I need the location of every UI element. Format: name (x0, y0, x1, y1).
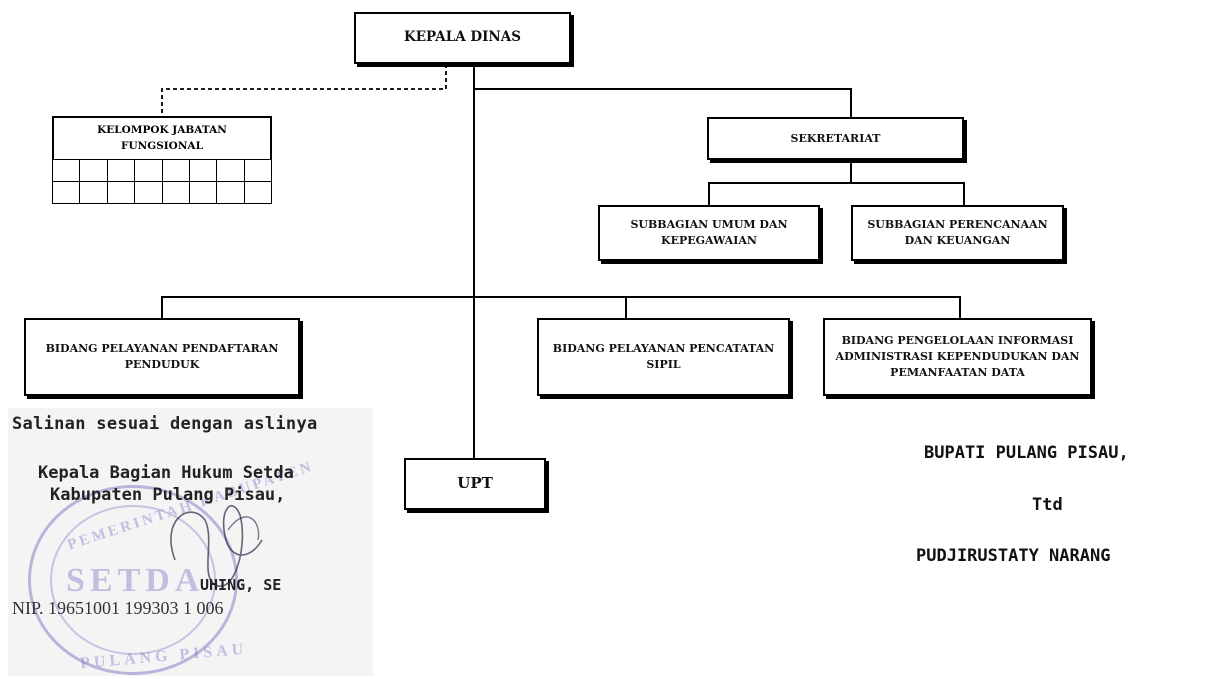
stamp-word: SETDA (66, 562, 205, 599)
certifier-position-line2: Kabupaten Pulang Pisau, (50, 485, 286, 505)
certifier-name: UHING, SE (200, 576, 282, 594)
secretariat-connector (474, 88, 852, 117)
functional-group-box: KELOMPOK JABATAN FUNGSIONAL (51, 116, 273, 204)
certifier-nip: NIP. 19651001 199303 1 006 (12, 598, 224, 618)
head-box: KEPALA DINAS (354, 12, 571, 64)
official-stamp (28, 485, 238, 675)
regent-title: BUPATI PULANG PISAU, (924, 443, 1129, 463)
upt-box: UPT (404, 458, 546, 510)
subbagian-general-box: SUBBAGIAN UMUM DAN KEPEGAWAIAN (598, 205, 820, 261)
fungsional-dashed-connector (161, 64, 447, 116)
regent-name: PUDJIRUSTATY NARANG (916, 546, 1111, 566)
regent-signed-note: Ttd (1032, 495, 1063, 515)
functional-group-grid (51, 159, 273, 204)
bidang-connector (161, 296, 961, 318)
certifier-position-line1: Kepala Bagian Hukum Setda (38, 463, 294, 483)
official-stamp-inner-ring (50, 505, 216, 655)
bidang-civil-box: BIDANG PELAYANAN PENCATATAN SIPIL (537, 318, 790, 396)
subbagian-planning-box: SUBBAGIAN PERENCANAAN DAN KEUANGAN (851, 205, 1064, 261)
functional-group-title: KELOMPOK JABATAN FUNGSIONAL (52, 116, 272, 159)
bidang-information-box: BIDANG PENGELOLAAN INFORMASI ADMINISTRAS… (823, 318, 1092, 396)
bidang-registration-box: BIDANG PELAYANAN PENDAFTARAN PENDUDUK (24, 318, 300, 396)
secretariat-box: SEKRETARIAT (707, 117, 964, 160)
copy-note: Salinan sesuai dengan aslinya (12, 414, 318, 434)
subbagian-connector (708, 182, 965, 205)
